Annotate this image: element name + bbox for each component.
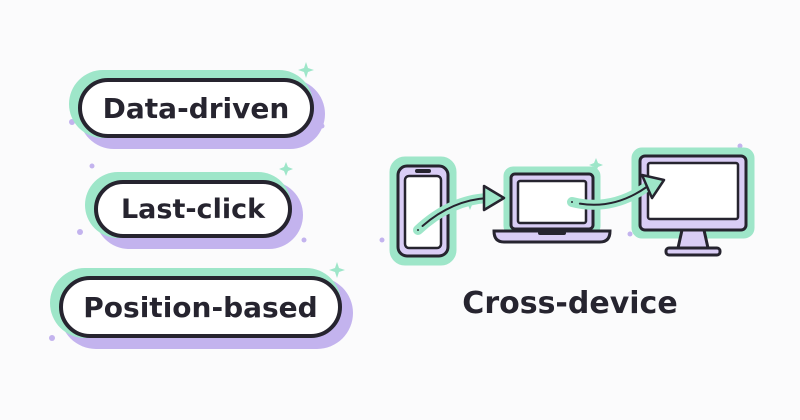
dot-icon [319, 123, 325, 129]
arrow-right-icon [413, 184, 506, 235]
dot-icon [301, 237, 307, 243]
pill-label: Position-based [83, 290, 318, 324]
arrow-right-icon [567, 173, 666, 210]
sparkle-icon [279, 162, 293, 176]
pill-label: Last-click [120, 193, 266, 225]
data-driven-pill: Data-driven [78, 78, 314, 138]
last-click-pill: Last-click [94, 180, 292, 238]
dot-icon [627, 231, 633, 237]
dot-icon [89, 163, 95, 169]
dot-icon [737, 143, 743, 149]
dot-icon [49, 335, 55, 341]
cross-device-caption: Cross-device [462, 286, 678, 321]
sparkle-icon [298, 62, 314, 78]
sparkle-icon [589, 158, 603, 172]
dot-icon [379, 237, 385, 243]
pill-label: Data-driven [102, 91, 290, 125]
desktop-monitor-icon [631, 147, 755, 257]
dot-icon [69, 119, 75, 125]
dot-icon [77, 229, 83, 235]
position-based-pill: Position-based [59, 276, 342, 338]
sparkle-icon [329, 262, 345, 278]
